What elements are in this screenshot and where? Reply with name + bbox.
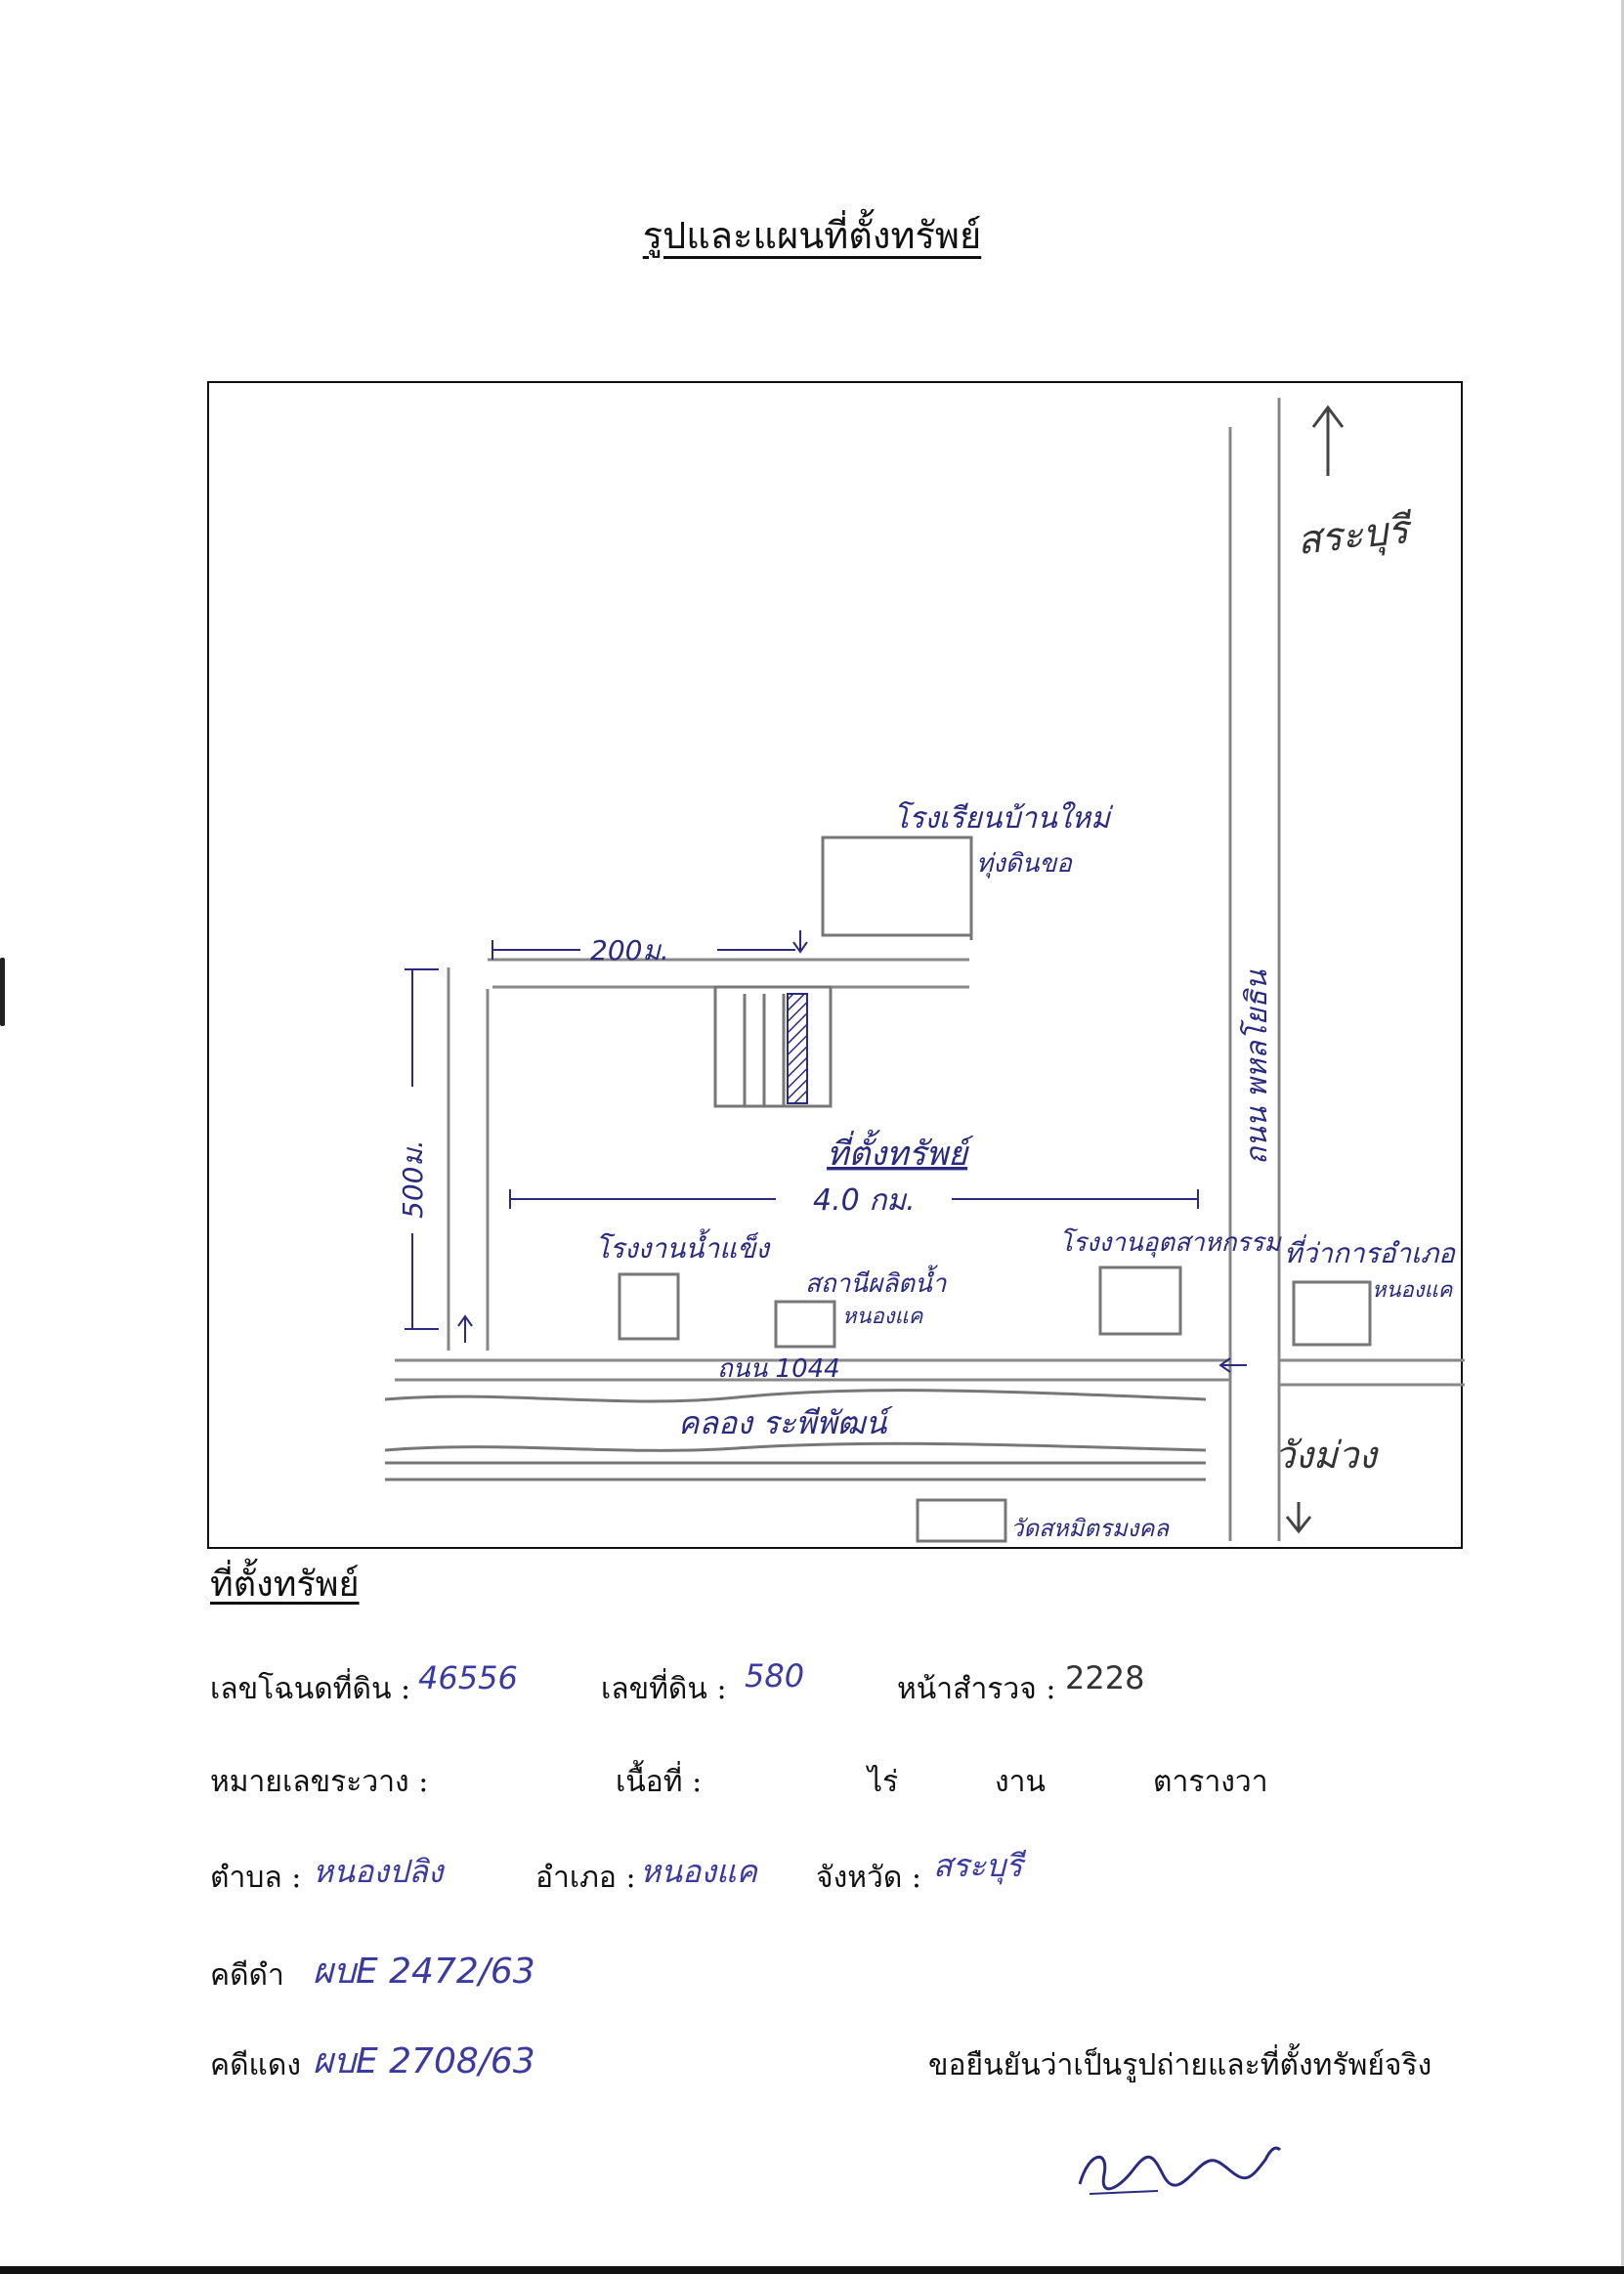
school-label-line2: ทุ่งดินขอ	[976, 849, 1073, 879]
page-title: รูปและแผนที่ตั้งทรัพย์	[642, 214, 982, 257]
amphoe-value: หนองแค	[640, 1853, 757, 1890]
south-arrow	[1285, 1502, 1312, 1534]
canal	[384, 1389, 1207, 1481]
district-office-building	[1292, 1280, 1372, 1347]
black-case-label: คดีดำ	[210, 1958, 284, 1993]
water-plant-label-line2: หนองแค	[842, 1305, 924, 1329]
district-office-label-line1: ที่ว่าการอำเภอ	[1284, 1234, 1456, 1269]
property-section-heading: ที่ตั้งทรัพย์	[210, 1565, 360, 1605]
property-label: ที่ตั้งทรัพย์	[827, 1129, 974, 1174]
road-horizontal-label: ถนน 1044	[717, 1354, 840, 1384]
land-no-value: 580	[745, 1657, 805, 1695]
industrial-factory-label: โรงงานอุตสาหกรรม	[1059, 1227, 1282, 1258]
red-case-label: คดีแดง	[210, 2048, 302, 2082]
dimension-4km	[509, 1189, 1199, 1209]
red-case-value: ผบE 2708/63	[313, 2041, 535, 2081]
tambon-label: ตำบล :	[210, 1861, 302, 1895]
road-vertical-label: ถนน พหลโยธิน	[1239, 968, 1274, 1165]
sheet-no-label: หมายเลขระวาง :	[210, 1765, 429, 1799]
deed-no-label: เลขโฉนดที่ดิน :	[210, 1672, 411, 1706]
property-plot	[713, 985, 833, 1108]
water-plant-building	[774, 1300, 836, 1349]
survey-page-value: 2228	[1065, 1659, 1145, 1696]
amphoe-label: อำเภอ :	[535, 1861, 636, 1895]
province-value: สระบุรี	[933, 1847, 1023, 1884]
direction-south-label: วังม่วง	[1274, 1434, 1379, 1477]
tambon-value: หนองปลิง	[313, 1853, 444, 1890]
province-label: จังหวัด :	[816, 1861, 921, 1895]
sqwa-label: ตารางวา	[1153, 1765, 1268, 1799]
road-vertical	[1228, 398, 1281, 1541]
dimension-500m	[405, 968, 439, 1330]
district-office-label-line2: หนองแค	[1372, 1278, 1454, 1303]
dimension-500m-label: 500ม.	[397, 1139, 429, 1219]
black-case-value: ผบE 2472/63	[313, 1952, 535, 1992]
side-road-entry-arrow	[457, 1314, 473, 1343]
scan-edge-bottom	[0, 2266, 1624, 2274]
ice-factory-building	[618, 1272, 680, 1341]
road-horizontal	[395, 1358, 1465, 1387]
scan-edge-left	[0, 958, 5, 1026]
scan-edge-right	[1621, 0, 1624, 2274]
water-plant-label-line1: สถานีผลิตน้ำ	[805, 1265, 948, 1299]
north-arrow	[1311, 405, 1345, 476]
direction-north-label: สระบุรี	[1295, 507, 1416, 565]
signature	[1078, 2146, 1282, 2195]
school-building	[821, 836, 973, 937]
survey-page-label: หน้าสำรวจ :	[897, 1672, 1056, 1706]
location-map: สระบุรี วังม่วง ถนน พหลโยธิน ถนน 1044	[207, 381, 1465, 1549]
dimension-200m-label: 200ม.	[590, 934, 669, 966]
certification-statement: ขอยืนยันว่าเป็นรูปถ่ายและที่ตั้งทรัพย์จร…	[928, 2048, 1432, 2082]
area-label: เนื้อที่ :	[616, 1765, 703, 1799]
road-entry-arrow-right	[1218, 1357, 1247, 1373]
canal-label: คลอง ระพีพัฒน์	[678, 1404, 893, 1441]
school-label-line1: โรงเรียนบ้านใหม่	[893, 800, 1114, 836]
land-no-label: เลขที่ดิน :	[601, 1672, 727, 1706]
map-drawing: สระบุรี วังม่วง ถนน พหลโยธิน ถนน 1044	[384, 398, 1465, 1543]
temple-building	[916, 1498, 1007, 1543]
dimension-4km-label: 4.0 กม.	[813, 1183, 916, 1218]
rai-label: ไร่	[868, 1765, 899, 1799]
dimension-200m	[491, 930, 808, 960]
ngan-label: งาน	[995, 1765, 1047, 1799]
deed-no-value: 46556	[418, 1659, 518, 1696]
temple-label: วัดสหมิตรมงคล	[1010, 1515, 1170, 1542]
ice-factory-label: โรงงานน้ำแข็ง	[595, 1228, 771, 1265]
industrial-factory-building	[1098, 1266, 1182, 1336]
